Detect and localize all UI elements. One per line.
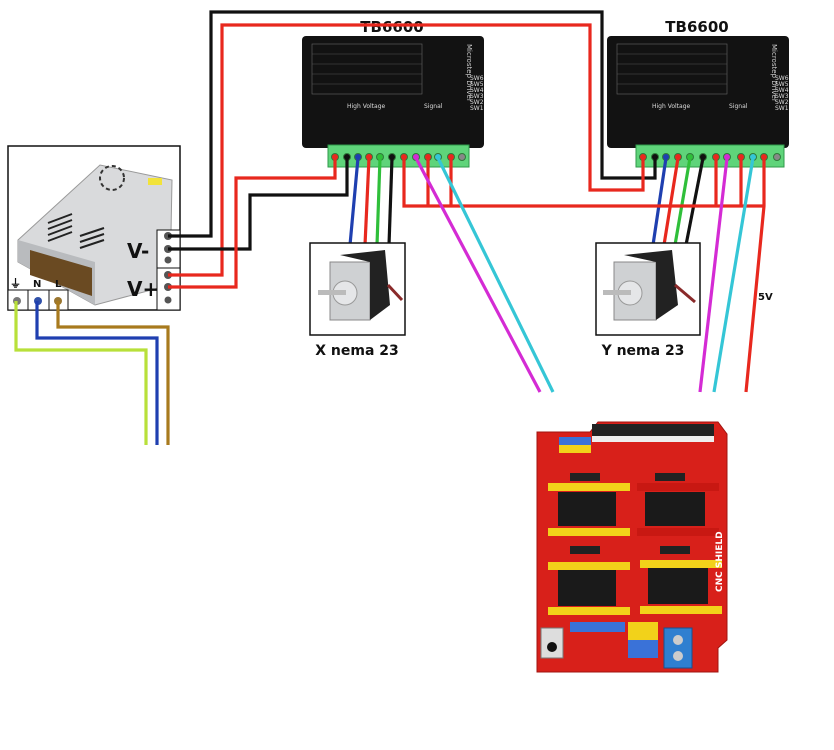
motor-x-image [318,250,404,321]
terminal-block [327,144,470,168]
y-dir-wire [712,157,755,393]
switch-label: SW6 [470,75,484,82]
signal-label: Signal [729,103,748,110]
switch-label: SW4 [775,87,789,94]
endstop-header [592,424,714,436]
earth-wire [14,301,148,445]
vminus-wire-driver-y [168,10,657,238]
vplus-wire-driver-x [168,155,337,289]
motor-x-a-plus-wire [348,157,360,246]
switch-label: SW3 [775,93,789,100]
high-voltage-label: High Voltage [347,103,386,110]
y-step-wire [698,157,729,393]
driver-sockets [548,473,722,615]
motor-y-b-plus-wire [673,157,692,246]
vminus-wire-driver-x [168,155,349,251]
earth-symbol: ⏚ [10,277,21,290]
motor-x: X nema 23 [309,242,406,359]
power-supply: V- V+ ⏚ N L [7,145,181,311]
x-step-wire [414,157,542,393]
terminal-block [635,144,785,168]
switch-label: SW4 [470,87,484,94]
neutral-wire [35,301,159,445]
switch-label: SW1 [470,105,484,112]
cnc-shield-label: CNC SHIELD [715,531,725,592]
driver-title: TB6600 [360,18,423,36]
motor-y-image [603,250,696,321]
v-plus-label: V+ [127,277,159,301]
cnc-shield: CNC SHIELD [536,421,728,673]
power-terminal-block [663,627,693,669]
switch-label: SW5 [775,81,789,88]
terminal-screw [458,153,466,161]
x-dir-wire [436,157,555,393]
five-volt-bus [402,158,766,393]
motor-y: Y nema 23 [595,242,701,359]
v-minus-label: V- [127,239,149,263]
driver-body [607,36,789,148]
high-voltage-label: High Voltage [652,103,691,110]
signal-label: Signal [424,103,443,110]
switch-label: SW2 [470,99,484,106]
driver-title: TB6600 [665,18,728,36]
motor-x-a-minus-wire [363,157,371,246]
switch-label: SW2 [775,99,789,106]
dip-switch-table [616,43,728,95]
motor-y-a-plus-wire [651,157,668,246]
driver-subtitle: Microstep Driver [770,44,778,102]
motor-x-b-minus-wire [387,157,394,246]
terminal-screw [773,153,781,161]
driver-subtitle: Microstep Driver [465,44,473,102]
motor-y-a-minus-wire [662,157,680,246]
driver-body [302,36,484,148]
motor-x-b-plus-wire [375,157,382,246]
live-wire [56,301,170,445]
dip-switch-table [311,43,423,95]
vplus-wire-driver-y [168,23,645,277]
power-supply-image [17,164,173,306]
switch-label: SW5 [470,81,484,88]
switch-label: SW1 [775,105,789,112]
motor-y-b-minus-wire [684,157,705,246]
motor-x-label: X nema 23 [315,343,399,359]
motor-y-label: Y nema 23 [601,343,685,359]
switch-label: SW6 [775,75,789,82]
neutral-label: N [33,279,41,290]
five-volt-label: 5V [758,292,773,303]
switch-label: SW3 [470,93,484,100]
live-label: L [55,279,62,290]
signal-pin-header [570,622,625,632]
